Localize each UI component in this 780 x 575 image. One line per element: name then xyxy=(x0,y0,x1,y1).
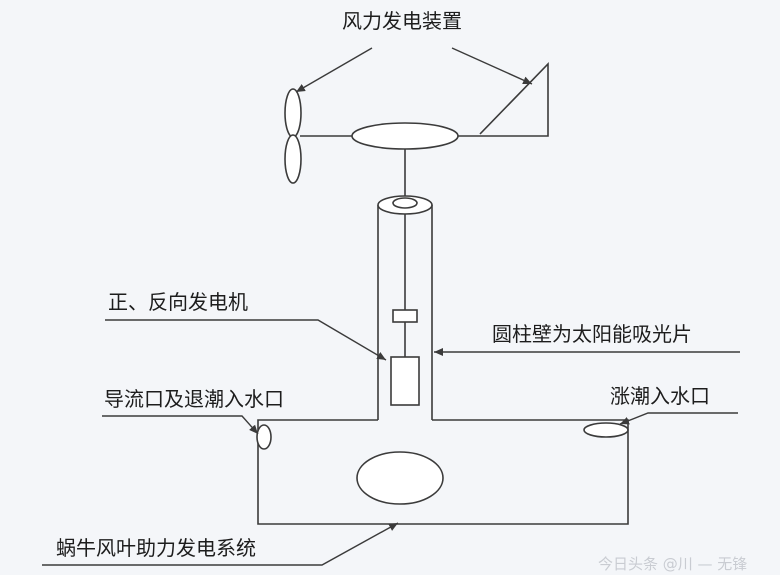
arrow-system xyxy=(42,522,399,566)
label-wind-device: 风力发电装置 xyxy=(342,9,462,33)
nacelle xyxy=(351,122,459,150)
coupling xyxy=(392,309,418,323)
arrow-wind-to-blade xyxy=(295,47,373,93)
label-generator: 正、反向发电机 xyxy=(108,290,248,314)
inlet-opening xyxy=(583,422,629,438)
arrow-outlet xyxy=(102,415,259,435)
cylinder-top-cap xyxy=(392,197,418,209)
blade-lower xyxy=(284,134,302,184)
outlet-opening xyxy=(256,424,272,450)
snail-rotor xyxy=(356,451,444,505)
arrow-generator xyxy=(105,319,387,361)
label-system: 蜗牛风叶助力发电系统 xyxy=(56,536,256,560)
watermark: 今日头条 @川 — 无锋 xyxy=(598,555,748,573)
base-chamber xyxy=(257,419,629,525)
arrow-wind-to-tail xyxy=(451,47,533,85)
label-outlet: 导流口及退潮入水口 xyxy=(104,387,284,411)
cylinder-column xyxy=(377,205,433,420)
arrow-inlet xyxy=(619,412,738,425)
blade-upper xyxy=(284,88,302,138)
generator-body xyxy=(390,356,420,406)
label-inlet: 涨潮入水口 xyxy=(610,384,710,408)
tail-fin xyxy=(458,62,549,137)
label-solar-wall: 圆柱壁为太阳能吸光片 xyxy=(492,322,692,346)
